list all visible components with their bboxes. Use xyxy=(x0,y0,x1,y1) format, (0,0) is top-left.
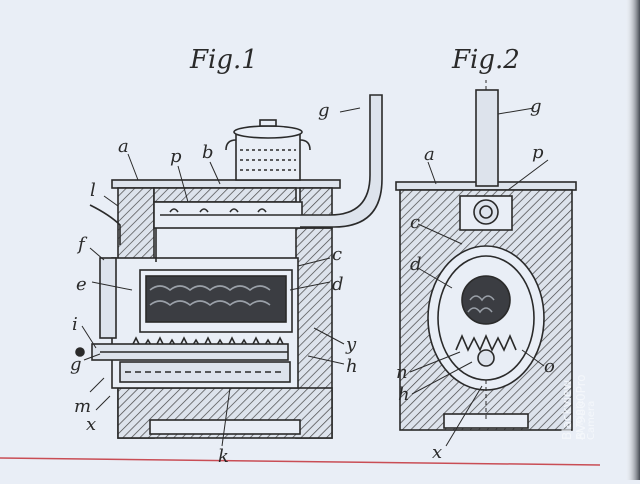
label-i: i xyxy=(72,314,78,335)
label-d-fig1: d xyxy=(332,274,344,295)
label-h-fig1: h xyxy=(346,356,358,377)
fig1-burner-valve xyxy=(75,347,85,357)
fig1-pot-knob xyxy=(259,119,277,127)
fig1-pipe-coil xyxy=(169,208,267,213)
label-p-fig2: p xyxy=(532,142,544,163)
fig2-base-slot xyxy=(443,413,529,429)
fig2-coal-texture xyxy=(467,295,495,314)
fig1-top-plate xyxy=(111,179,341,189)
fig2-flames xyxy=(455,333,517,352)
fig1-title: Fig.1 xyxy=(189,45,258,75)
fig2-leader-lines xyxy=(409,107,549,447)
label-e: e xyxy=(76,274,87,295)
label-d-fig2: d xyxy=(410,254,422,275)
label-n: n xyxy=(396,362,408,383)
red-margin-line xyxy=(0,457,601,466)
labels-layer: Fig.1 Fig.2 a p b g l f e c d i g m x k … xyxy=(70,45,555,467)
fig1-funnel xyxy=(89,204,121,245)
label-o: o xyxy=(544,356,555,377)
label-y: y xyxy=(345,334,357,355)
label-g-burner: g xyxy=(70,354,82,375)
figure-2-stove-cross-section xyxy=(395,80,577,447)
fig1-coal-texture xyxy=(149,285,271,307)
label-c-fig1: c xyxy=(332,244,342,265)
label-m: m xyxy=(74,396,91,417)
fig2-title: Fig.2 xyxy=(451,45,520,75)
fig1-door xyxy=(99,257,117,339)
label-b: b xyxy=(202,142,214,163)
fig1-leader-lines xyxy=(81,107,361,447)
label-p-fig1: p xyxy=(170,146,182,167)
label-g-chimney-fig2: g xyxy=(530,96,542,117)
fig2-flue-inner xyxy=(479,205,493,219)
fig2-chimney xyxy=(475,89,499,187)
fig2-burner xyxy=(477,349,495,367)
label-a-fig1: a xyxy=(118,136,129,157)
fig1-pot-lid xyxy=(233,125,303,139)
fig1-pot xyxy=(235,131,301,181)
figure-1-stove-section xyxy=(75,94,383,447)
label-x-fig1: x xyxy=(86,414,96,435)
fig1-coal-bed xyxy=(145,275,287,323)
camera-watermark-sub: AI Triple Camera xyxy=(575,400,597,440)
label-k: k xyxy=(218,446,229,467)
fig2-coal-basket xyxy=(461,275,511,325)
label-c-fig2: c xyxy=(410,212,420,233)
label-h-fig2: h xyxy=(398,384,410,405)
label-g-chimney-fig1: g xyxy=(318,100,330,121)
label-l: l xyxy=(90,180,96,201)
label-x-fig2: x xyxy=(432,442,442,463)
fig1-chimney xyxy=(300,94,383,228)
fig1-pot-handles xyxy=(225,139,311,151)
label-a-fig2: a xyxy=(424,144,435,165)
fig1-upper-wall xyxy=(153,187,297,203)
fig2-flue-ring xyxy=(473,199,499,225)
